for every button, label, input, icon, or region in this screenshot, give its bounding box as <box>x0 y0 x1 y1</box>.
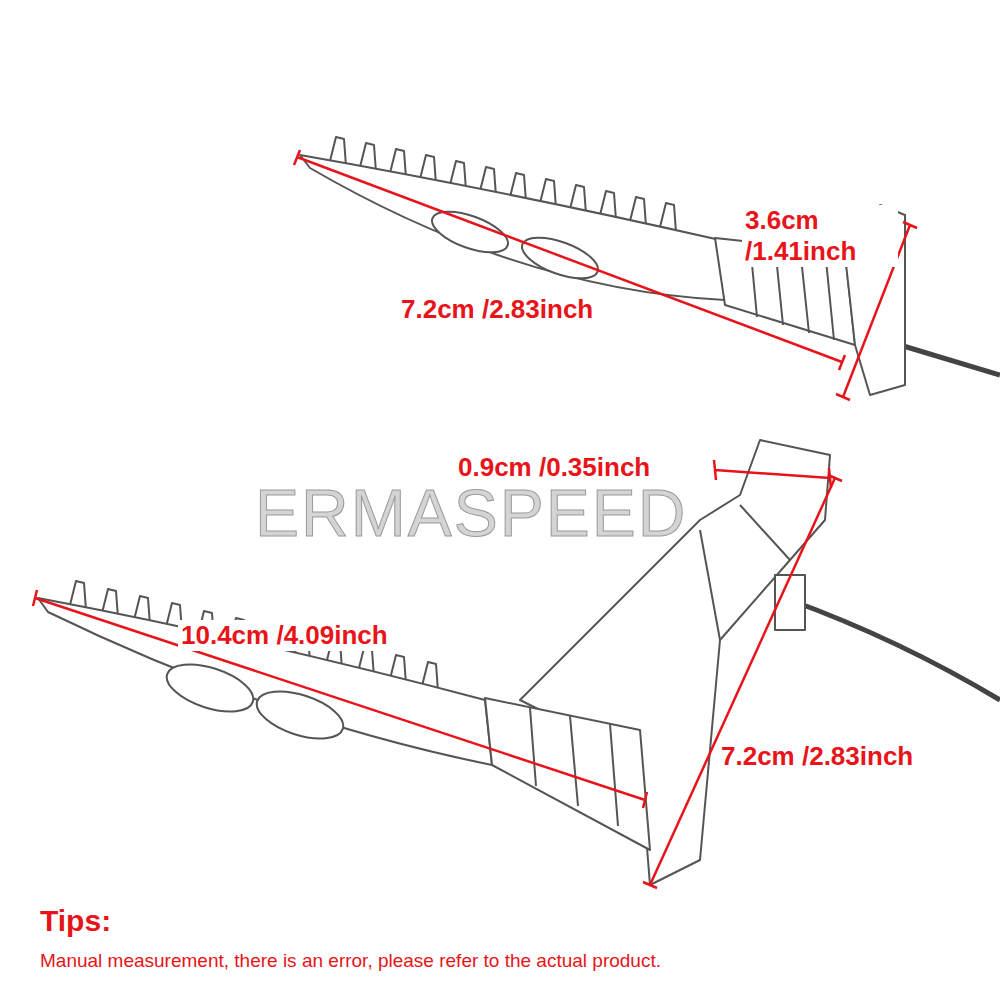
lower-lamp <box>38 440 1000 885</box>
dimension-label: 7.2cm /2.83inch <box>398 294 596 325</box>
note-text: Manual measurement, there is an error, p… <box>40 950 661 973</box>
cable <box>790 600 1000 700</box>
tips-heading: Tips: <box>40 903 111 939</box>
cable <box>900 345 1000 375</box>
led-lens <box>251 682 349 748</box>
led-lens <box>517 229 603 286</box>
watermark: ERMASPEED <box>255 474 687 553</box>
upper-lamp <box>300 137 1000 395</box>
dimension-label: 3.6cm /1.41inch <box>742 205 898 267</box>
lamp-body <box>300 155 725 300</box>
led-lens <box>161 655 259 721</box>
dimension-label: 10.4cm /4.09inch <box>178 620 391 651</box>
dimension-lines <box>33 150 917 888</box>
dimension-line <box>714 460 831 488</box>
dimension-label: 7.2cm /2.83inch <box>718 741 916 772</box>
lamp-body <box>38 598 492 765</box>
dimension-line <box>33 590 647 808</box>
